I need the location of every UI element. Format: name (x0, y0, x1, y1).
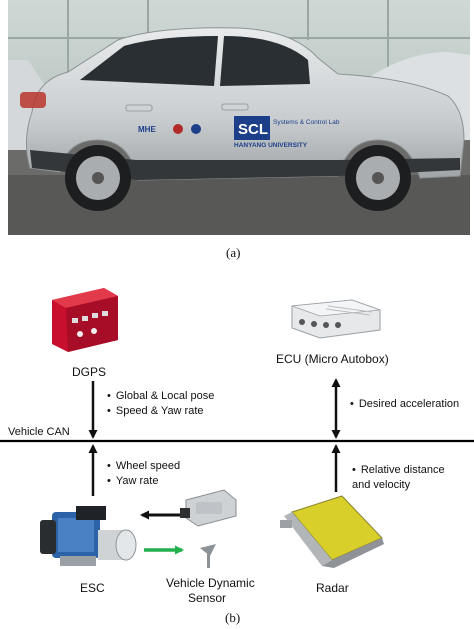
radar-label: Radar (316, 581, 349, 595)
radar-signal-2: and velocity (352, 479, 411, 491)
caption-a: (a) (226, 245, 241, 260)
dgps-signal-2: Speed & Yaw rate (107, 404, 214, 419)
vds-label-line2: Sensor (188, 591, 227, 605)
dgps-signal-1: Global & Local pose (107, 389, 214, 404)
ecu-signal-1: Desired acceleration (350, 397, 459, 412)
esc-signal-1: Wheel speed (107, 459, 180, 474)
esc-label: ESC (80, 581, 105, 595)
vehicle-can-label: Vehicle CAN (8, 426, 70, 438)
dgps-signals: Global & Local pose Speed & Yaw rate (107, 389, 214, 419)
dgps-label: DGPS (72, 365, 107, 379)
esc-unit-image (40, 506, 137, 566)
vehicle-photo: MHE SCL Systems & Control Lab HANYANG UN… (8, 0, 470, 235)
vehicle-dynamic-sensor-image (180, 489, 237, 568)
esc-signal-2: Yaw rate (107, 474, 180, 489)
ecu-signals: Desired acceleration (350, 397, 459, 412)
car-small-logo: MHE (138, 125, 156, 134)
vds-label-line1: Vehicle Dynamic (166, 576, 255, 590)
ecu-device-image (291, 299, 381, 339)
dgps-device-image (52, 288, 118, 352)
suv-windows (80, 36, 310, 86)
scl-logo (234, 116, 270, 140)
radar-signal-1: Relative distance (352, 463, 445, 478)
ecu-label: ECU (Micro Autobox) (276, 352, 389, 366)
radar-signals: Relative distance and velocity (352, 463, 445, 493)
radar-unit-image (280, 495, 384, 568)
esc-signals: Wheel speed Yaw rate (107, 459, 180, 489)
university-name: HANYANG UNIVERSITY (234, 142, 308, 149)
scl-lab-name: Systems & Control Lab (273, 119, 340, 126)
caption-b: (b) (225, 610, 241, 625)
scl-logo-text: SCL (238, 121, 268, 138)
